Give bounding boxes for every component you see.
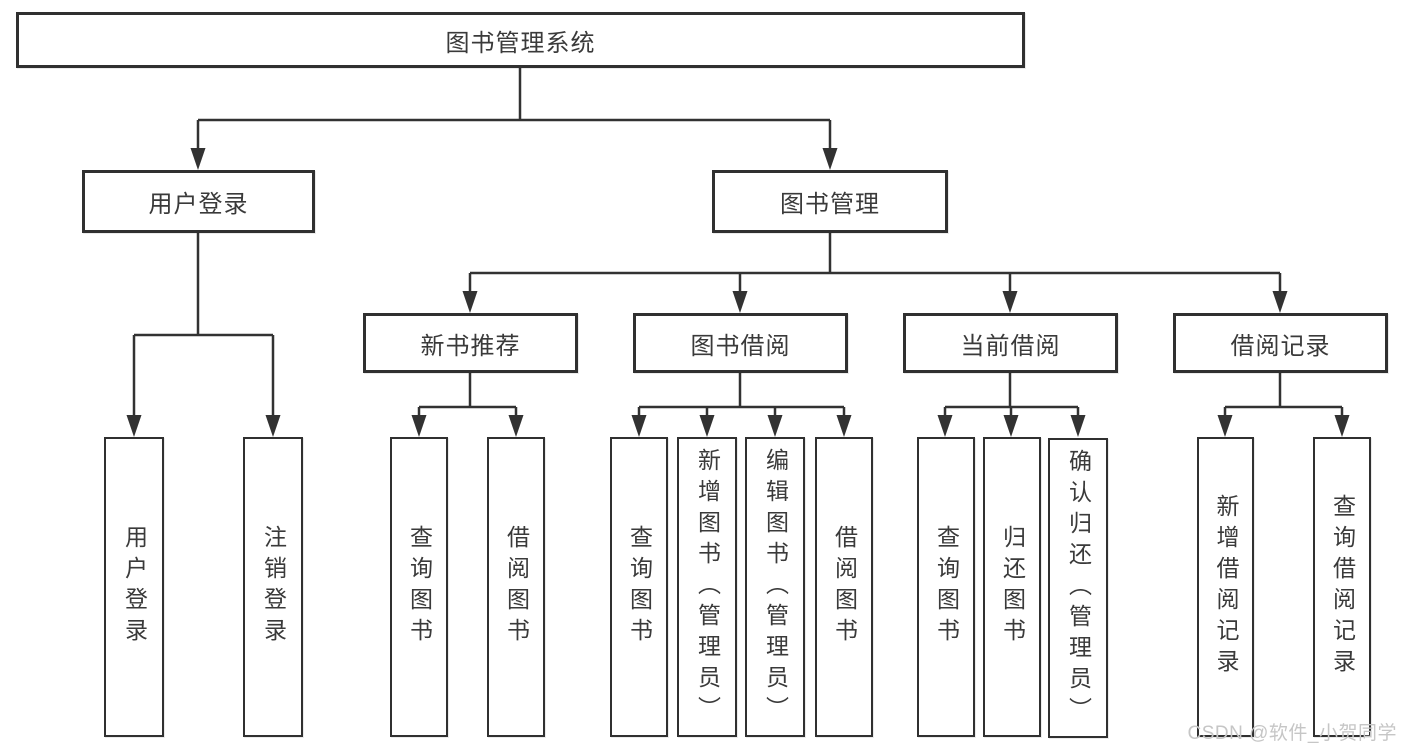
node-leaf-return-books-label: 归还图书: [999, 525, 1026, 649]
node-leaf-confirm-return-admin-label: 确认归还（管理员）: [1065, 448, 1092, 728]
node-leaf-query-books-recommend: 查询图书: [390, 437, 448, 737]
node-leaf-add-books-admin: 新增图书（管理员）: [677, 437, 737, 737]
node-current-borrow-label: 当前借阅: [960, 332, 1061, 360]
node-leaf-query-books-borrow-label: 查询图书: [626, 525, 653, 649]
node-leaf-borrow-books-recommend: 借阅图书: [487, 437, 545, 737]
node-leaf-query-books-borrow: 查询图书: [610, 437, 668, 737]
node-library-management-system-label: 图书管理系统: [445, 29, 596, 57]
node-book-management-label: 图书管理: [780, 191, 880, 218]
node-leaf-query-borrow-record: 查询借阅记录: [1313, 437, 1371, 737]
node-leaf-borrow-books-recommend-label: 借阅图书: [503, 525, 530, 649]
node-leaf-query-books-current-label: 查询图书: [933, 525, 960, 649]
node-leaf-logout-label: 注销登录: [260, 525, 287, 649]
csdn-watermark: CSDN @软件_小贺同学: [1187, 723, 1397, 744]
node-leaf-logout: 注销登录: [243, 437, 303, 737]
node-book-borrow-label: 图书借阅: [690, 332, 791, 360]
node-borrow-records: 借阅记录: [1173, 313, 1388, 373]
node-leaf-query-books-current: 查询图书: [917, 437, 975, 737]
node-leaf-user-login-label: 用户登录: [121, 525, 148, 649]
node-new-book-recommend-label: 新书推荐: [420, 332, 521, 360]
node-leaf-add-borrow-record-label: 新增借阅记录: [1213, 494, 1239, 680]
node-leaf-query-borrow-record-label: 查询借阅记录: [1329, 494, 1356, 680]
node-new-book-recommend: 新书推荐: [363, 313, 578, 373]
node-leaf-add-books-admin-label: 新增图书（管理员）: [694, 447, 721, 727]
node-leaf-add-borrow-record: 新增借阅记录: [1197, 437, 1254, 737]
node-leaf-return-books: 归还图书: [983, 437, 1041, 737]
node-book-management: 图书管理: [712, 170, 948, 233]
node-leaf-user-login: 用户登录: [104, 437, 164, 737]
node-leaf-edit-books-admin: 编辑图书（管理员）: [745, 437, 805, 737]
node-book-borrow: 图书借阅: [633, 313, 848, 373]
node-library-management-system: 图书管理系统: [16, 12, 1025, 68]
node-leaf-borrow-books-borrow: 借阅图书: [815, 437, 873, 737]
node-current-borrow: 当前借阅: [903, 313, 1118, 373]
node-user-login-label: 用户登录: [148, 191, 249, 218]
node-leaf-edit-books-admin-label: 编辑图书（管理员）: [762, 447, 789, 727]
node-leaf-confirm-return-admin: 确认归还（管理员）: [1048, 438, 1108, 738]
arrowheads: [126, 148, 1350, 437]
node-leaf-borrow-books-borrow-label: 借阅图书: [831, 525, 858, 649]
node-borrow-records-label: 借阅记录: [1230, 332, 1331, 360]
node-user-login: 用户登录: [82, 170, 315, 233]
node-leaf-query-books-recommend-label: 查询图书: [406, 525, 433, 649]
